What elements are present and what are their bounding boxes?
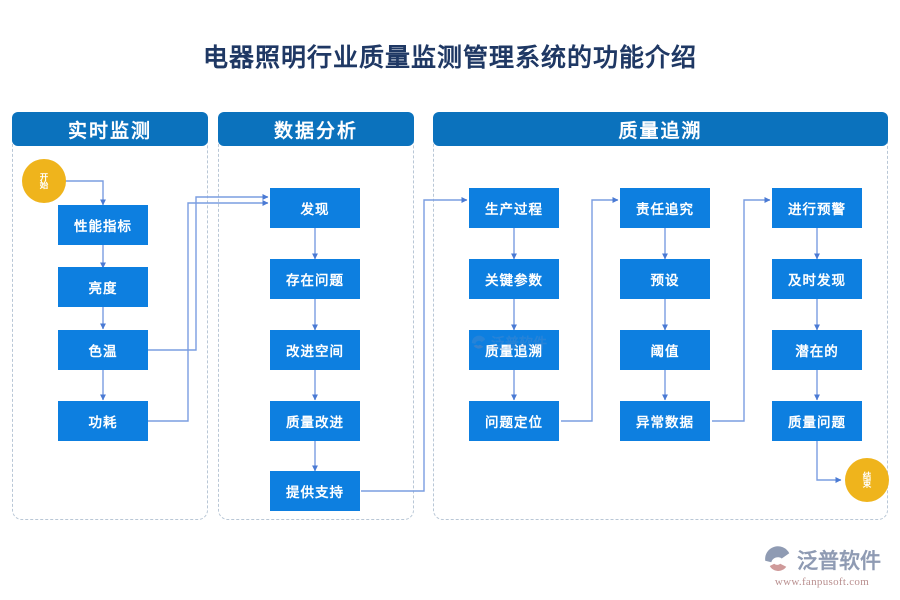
brand-logo: 泛普软件 www.fanpusoft.com — [752, 540, 892, 592]
terminal-start-label: 开始 — [39, 171, 49, 190]
node-provide-support[interactable]: 提供支持 — [270, 471, 360, 511]
terminal-end: 结束 — [845, 458, 889, 502]
node-problem-localization[interactable]: 问题定位 — [469, 401, 559, 441]
node-accountability[interactable]: 责任追究 — [620, 188, 710, 228]
terminal-start: 开始 — [22, 159, 66, 203]
group-header-data-analysis: 数据分析 — [218, 112, 414, 146]
group-header-quality-traceability: 质量追溯 — [433, 112, 888, 146]
node-key-parameters[interactable]: 关键参数 — [469, 259, 559, 299]
node-quality-traceability[interactable]: 质量追溯 — [469, 330, 559, 370]
terminal-end-label: 结束 — [862, 470, 872, 489]
node-brightness[interactable]: 亮度 — [58, 267, 148, 307]
brand-name: 泛普软件 — [797, 549, 881, 573]
group-header-realtime-monitoring: 实时监测 — [12, 112, 208, 146]
node-existing-problem[interactable]: 存在问题 — [270, 259, 360, 299]
node-production-process[interactable]: 生产过程 — [469, 188, 559, 228]
node-performance-indicator[interactable]: 性能指标 — [58, 205, 148, 245]
node-quality-problem[interactable]: 质量问题 — [772, 401, 862, 441]
node-abnormal-data[interactable]: 异常数据 — [620, 401, 710, 441]
fanpu-swirl-icon — [765, 545, 790, 571]
node-power-consumption[interactable]: 功耗 — [58, 401, 148, 441]
node-preset[interactable]: 预设 — [620, 259, 710, 299]
node-quality-improvement[interactable]: 质量改进 — [270, 401, 360, 441]
node-issue-alert[interactable]: 进行预警 — [772, 188, 862, 228]
node-color-temperature[interactable]: 色温 — [58, 330, 148, 370]
node-threshold[interactable]: 阈值 — [620, 330, 710, 370]
page-title: 电器照明行业质量监测管理系统的功能介绍 — [202, 44, 697, 72]
node-timely-discovery[interactable]: 及时发现 — [772, 259, 862, 299]
node-discover[interactable]: 发现 — [270, 188, 360, 228]
node-improvement-space[interactable]: 改进空间 — [270, 330, 360, 370]
brand-url: www.fanpusoft.com — [774, 575, 870, 588]
node-potential[interactable]: 潜在的 — [772, 330, 862, 370]
